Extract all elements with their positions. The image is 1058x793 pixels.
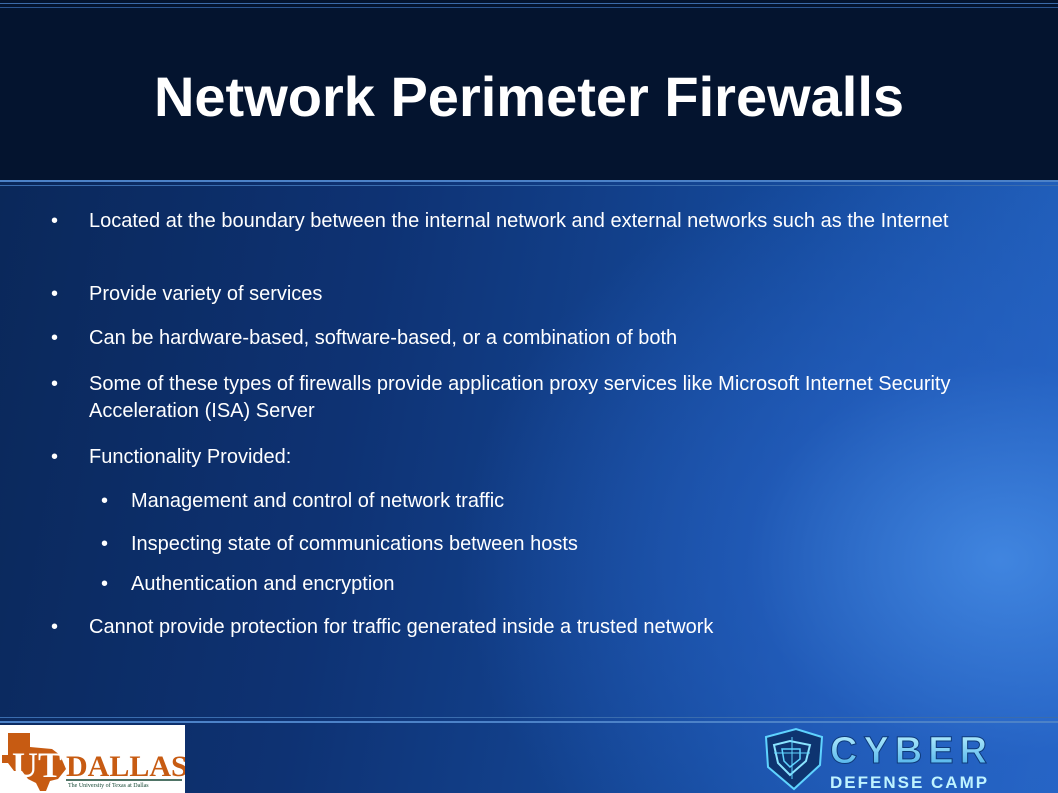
bullet-list: • Located at the boundary between the in… xyxy=(51,210,951,638)
divider-bottom xyxy=(0,721,1058,723)
bullet-glyph: • xyxy=(51,373,59,395)
bullet-text: Can be hardware-based, software-based, o… xyxy=(89,327,678,349)
bullet-glyph: • xyxy=(51,210,59,232)
cyber-defense-camp-logo: CYBER DEFENSE CAMP xyxy=(760,727,1058,793)
bullet-text: Some of these types of firewalls provide… xyxy=(89,373,951,422)
utd-monogram: UT xyxy=(12,745,62,785)
bullet-glyph: • xyxy=(51,446,59,468)
bullet-glyph: • xyxy=(51,616,59,638)
header-top-rule xyxy=(0,3,1058,4)
bullet-glyph: • xyxy=(101,533,109,555)
bullet-glyph: • xyxy=(101,490,109,512)
title-bar xyxy=(0,0,1058,180)
utd-logo-graphic: UT DALLAS The University of Texas at Dal… xyxy=(2,733,188,791)
bullet-glyph: • xyxy=(51,283,59,305)
bullet-text: Authentication and encryption xyxy=(131,573,395,595)
bullet-glyph: • xyxy=(101,573,109,595)
bullet-text: Functionality Provided: xyxy=(89,446,292,468)
divider-bottom-thin xyxy=(0,717,1058,718)
bullet-text: Cannot provide protection for traffic ge… xyxy=(89,616,714,638)
divider-top-thin xyxy=(0,185,1058,186)
bullet-glyph: • xyxy=(51,327,59,349)
texas-shape-icon xyxy=(2,733,66,791)
utd-logo: UT DALLAS The University of Texas at Dal… xyxy=(0,725,188,793)
bullet-text: Inspecting state of communications betwe… xyxy=(131,533,578,555)
cyber-logo-graphic: CYBER DEFENSE CAMP xyxy=(764,727,993,792)
utd-tagline: The University of Texas at Dallas xyxy=(68,782,149,789)
shield-icon xyxy=(764,727,824,791)
slide-title: Network Perimeter Firewalls xyxy=(153,65,905,128)
bullet-text: Management and control of network traffi… xyxy=(131,490,505,512)
divider-top xyxy=(0,180,1058,182)
defense-camp-wordmark: DEFENSE CAMP xyxy=(830,773,989,792)
utd-wordmark: DALLAS xyxy=(66,750,185,783)
bullet-text: Located at the boundary between the inte… xyxy=(89,210,949,232)
bullet-text: Provide variety of services xyxy=(89,283,323,305)
header-top-rule-2 xyxy=(0,7,1058,8)
cyber-wordmark: CYBER xyxy=(830,730,993,772)
